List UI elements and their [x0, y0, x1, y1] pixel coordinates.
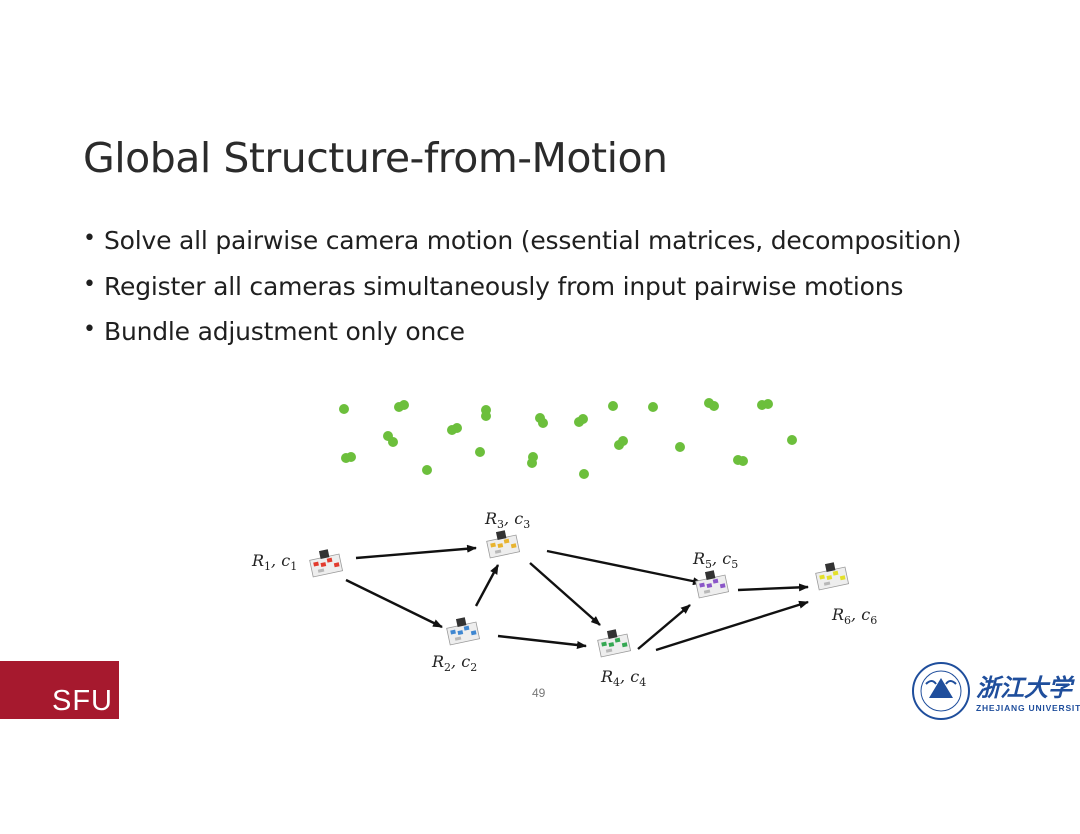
scene-point	[481, 411, 491, 421]
scene-point	[538, 418, 548, 428]
scene-point	[648, 402, 658, 412]
camera-icon	[308, 547, 342, 577]
scene-point	[452, 423, 462, 433]
scene-point	[475, 447, 485, 457]
sfu-logo: SFU	[0, 661, 119, 719]
scene-point	[787, 435, 797, 445]
motion-arrow-2-3	[476, 565, 498, 606]
camera-icon	[814, 560, 848, 590]
scene-point	[578, 414, 588, 424]
motion-arrow-5-6	[738, 587, 808, 590]
page-number: 49	[532, 686, 545, 700]
motion-arrow-1-2	[346, 580, 442, 627]
camera-nodes	[308, 528, 848, 657]
camera-label: R6, c6	[831, 605, 877, 627]
scene-point	[399, 400, 409, 410]
scene-point	[346, 452, 356, 462]
zju-english-name: ZHEJIANG UNIVERSITY	[976, 703, 1080, 713]
motion-arrow-2-4	[498, 636, 586, 646]
camera-icon	[445, 615, 479, 645]
camera-icon	[694, 568, 728, 598]
camera-motion-edges	[346, 548, 808, 650]
sfu-logo-text: SFU	[52, 685, 113, 718]
camera-label: R4, c4	[600, 667, 646, 689]
scene-point	[608, 401, 618, 411]
scene-point	[388, 437, 398, 447]
scene-point	[675, 442, 685, 452]
camera-label: R1, c1	[251, 551, 297, 573]
motion-arrow-3-5	[547, 551, 702, 583]
camera-label: R5, c5	[692, 549, 738, 571]
scene-point	[618, 436, 628, 446]
zju-logo: 浙江大学 ZHEJIANG UNIVERSITY	[910, 660, 1080, 722]
motion-arrow-3-4	[530, 563, 600, 625]
camera-label: R2, c2	[431, 652, 477, 674]
motion-arrow-4-6	[656, 602, 808, 650]
scene-point	[579, 469, 589, 479]
scene-point	[709, 401, 719, 411]
motion-arrow-1-3	[356, 548, 476, 558]
camera-icon	[596, 627, 630, 657]
scene-point	[422, 465, 432, 475]
zju-chinese-name: 浙江大学	[976, 673, 1075, 702]
scene-point	[527, 458, 537, 468]
camera-label: R3, c3	[484, 509, 530, 531]
scene-points	[339, 398, 797, 479]
scene-point	[763, 399, 773, 409]
scene-point	[339, 404, 349, 414]
scene-point	[738, 456, 748, 466]
camera-icon	[485, 528, 519, 558]
camera-labels: R1, c1 R2, c2 R3, c3 R4, c4 R5, c5 R6, c6	[251, 509, 877, 689]
